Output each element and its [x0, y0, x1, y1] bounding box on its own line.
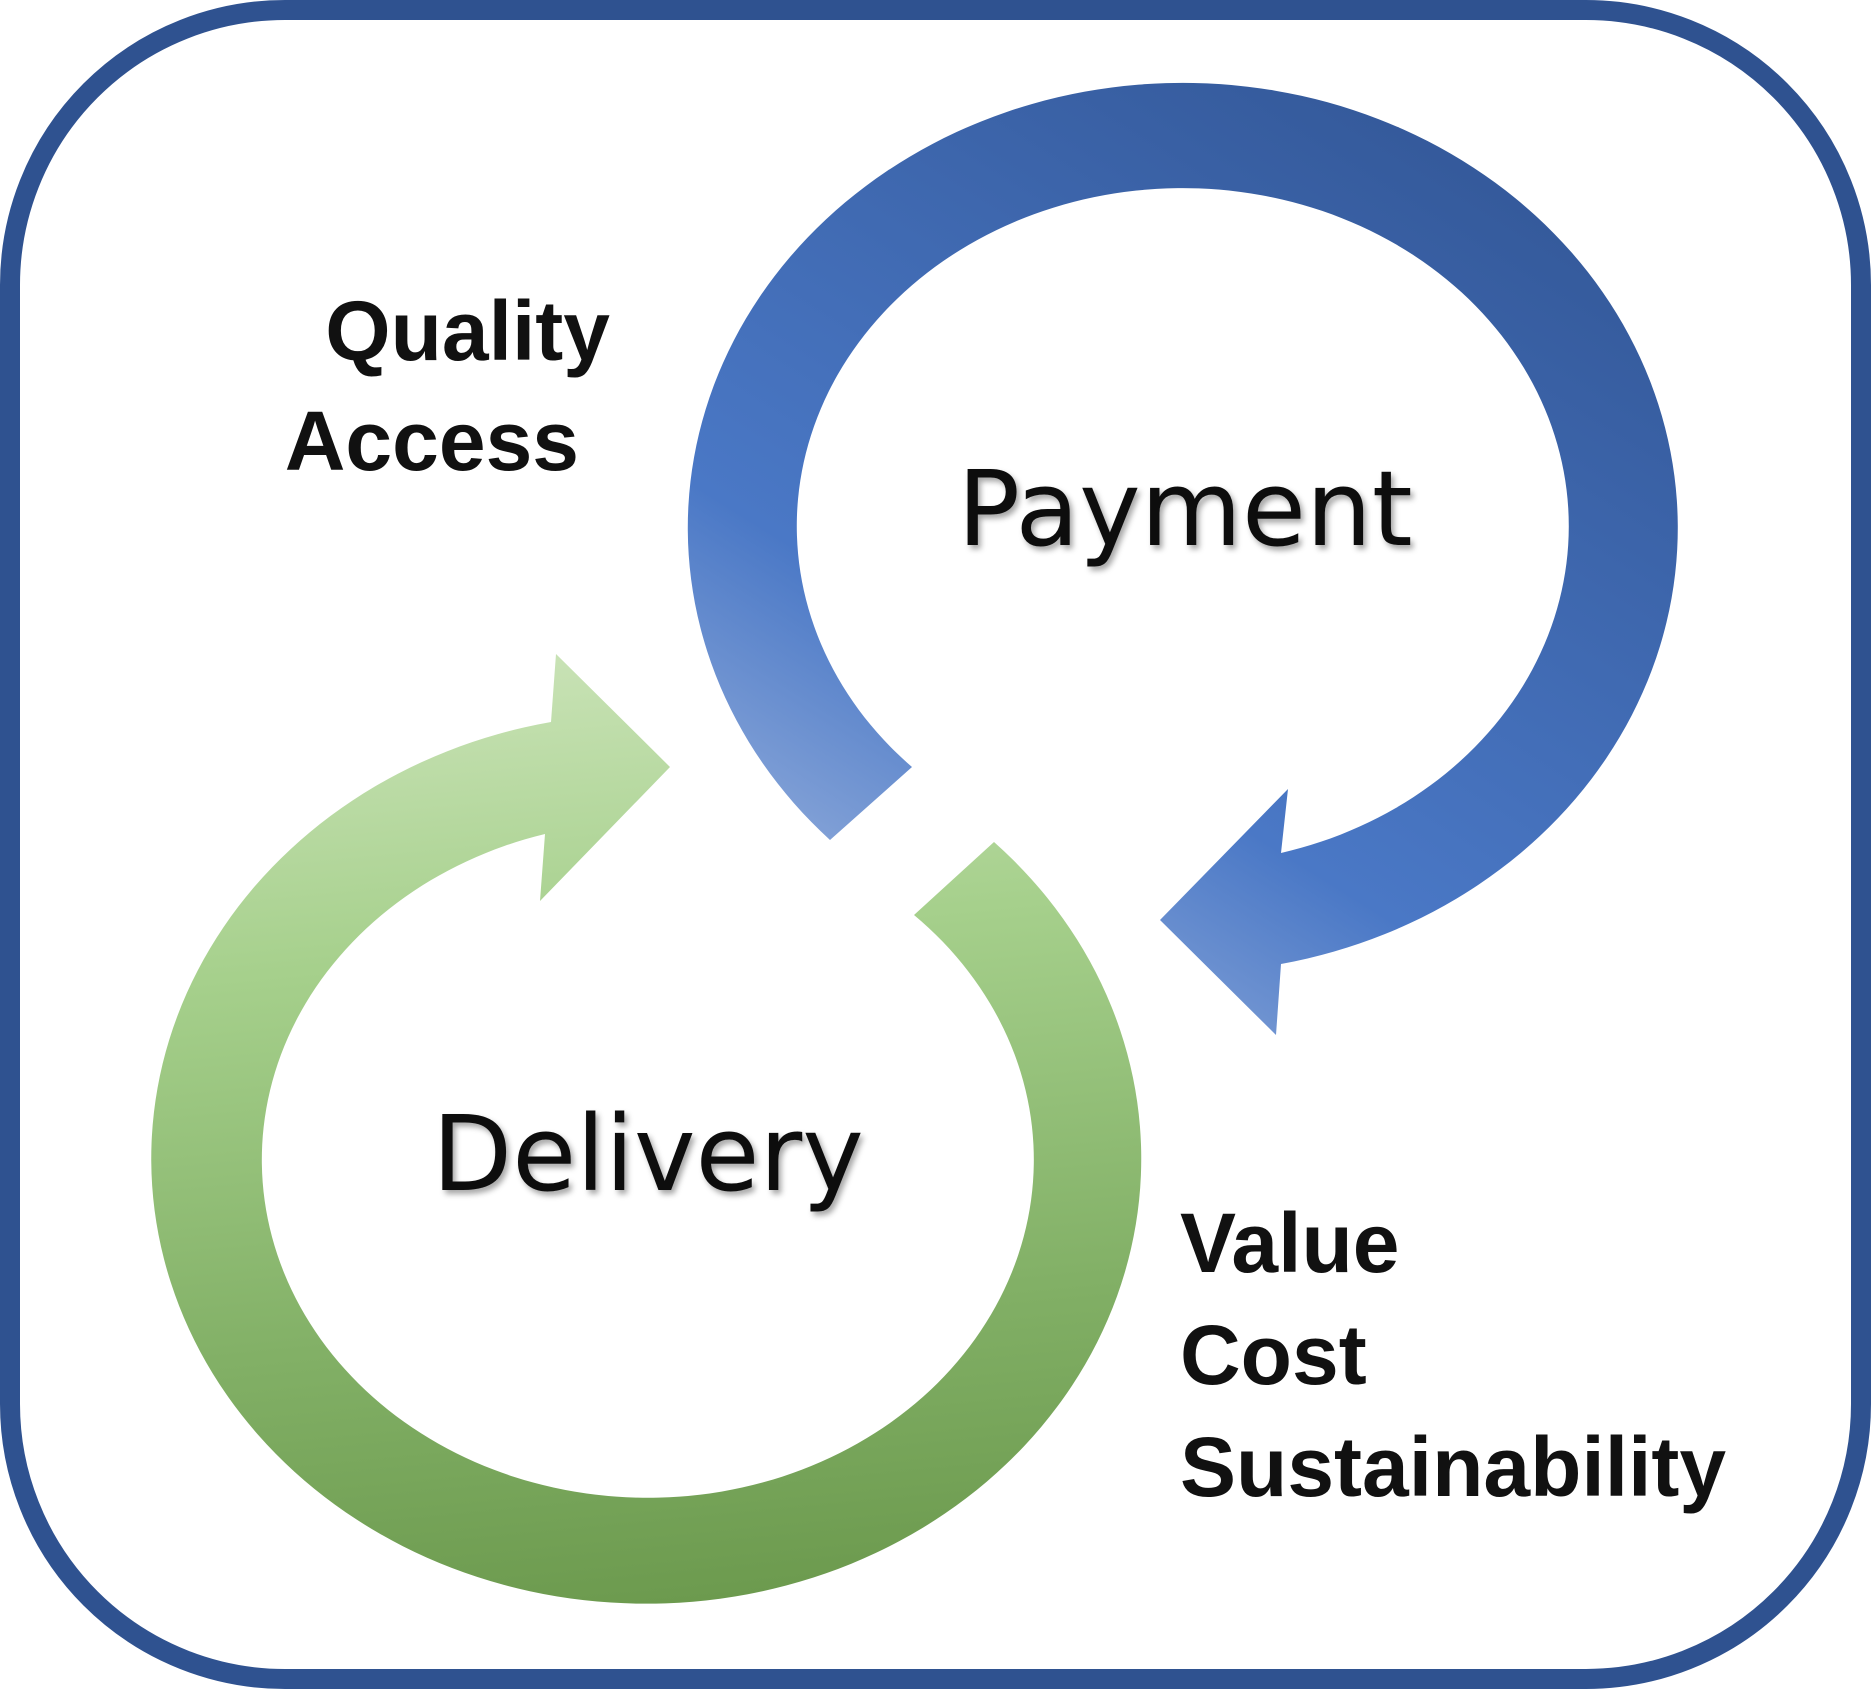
quality-label: Quality [325, 284, 610, 378]
sustainability-label: Sustainability [1180, 1420, 1726, 1514]
delivery-label: Delivery [432, 1093, 864, 1215]
cost-label: Cost [1180, 1308, 1367, 1402]
delivery-cycle-arrow [151, 654, 1142, 1604]
payment-cycle-arrow [687, 82, 1678, 1035]
payment-label: Payment [957, 448, 1412, 570]
access-label: Access [285, 394, 579, 488]
value-label: Value [1180, 1196, 1399, 1290]
